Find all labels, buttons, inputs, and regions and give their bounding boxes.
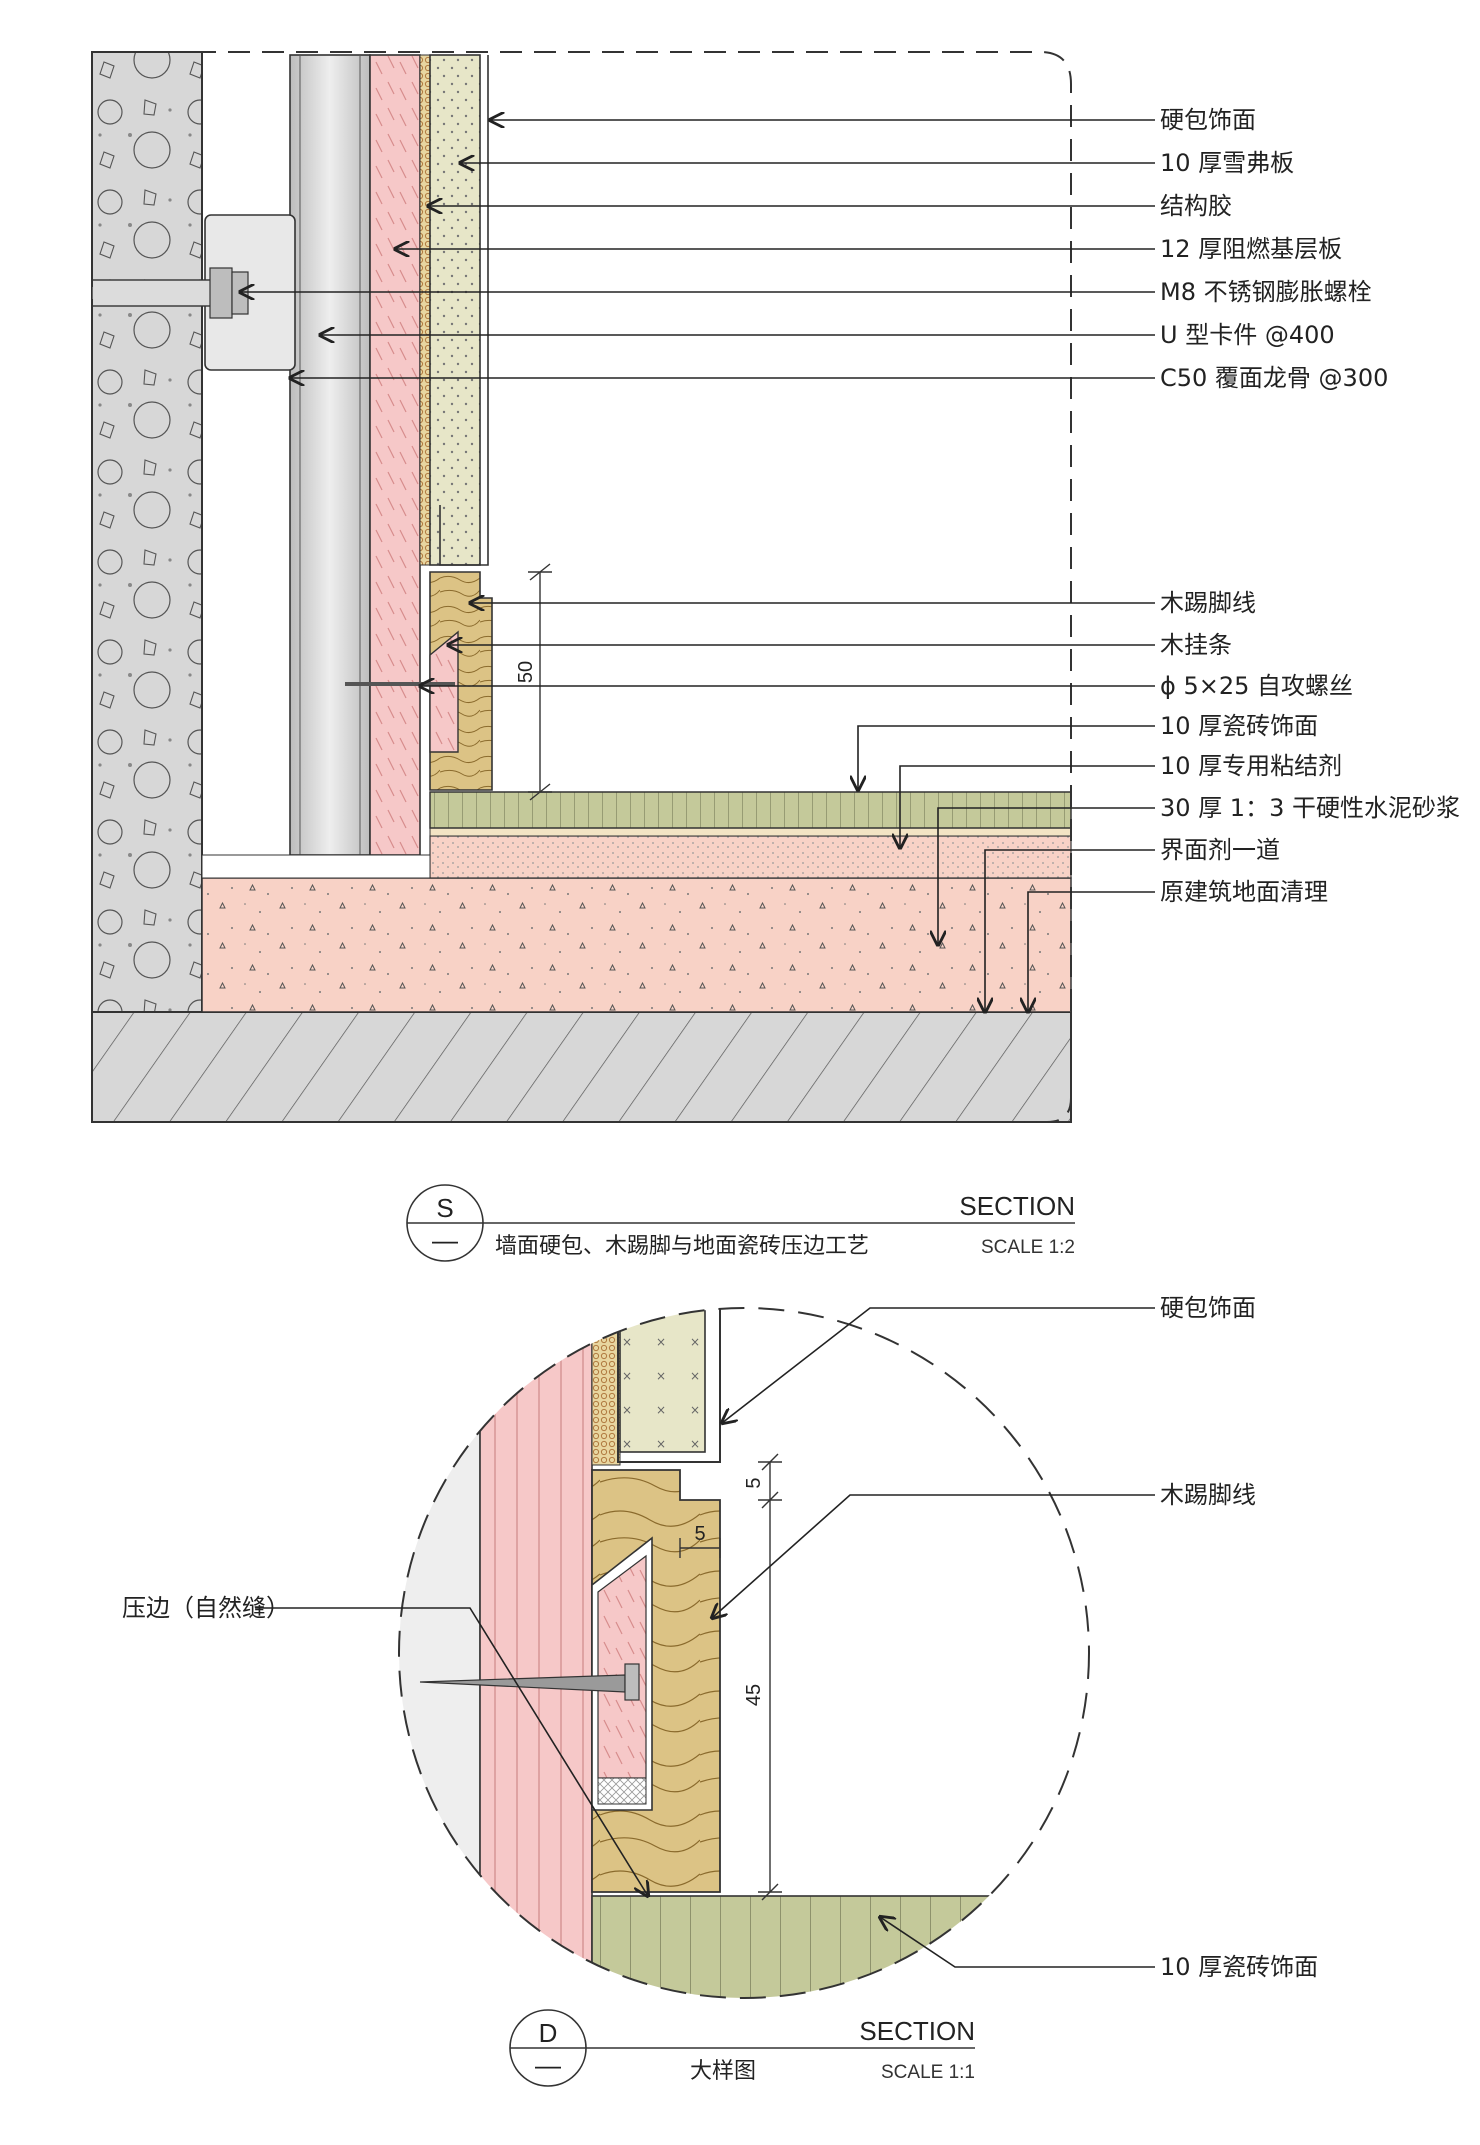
label-foam-board: 10 厚雪弗板 bbox=[1160, 149, 1294, 177]
detail-d-sub: — bbox=[535, 2050, 561, 2080]
floor-slab bbox=[91, 1011, 1072, 1123]
label-tile-adhesive: 10 厚专用粘结剂 bbox=[1160, 752, 1342, 780]
label-existing-floor: 原建筑地面清理 bbox=[1160, 878, 1328, 906]
detail-d-dim-width: 5 bbox=[694, 1523, 705, 1545]
detail-d-title-block: D — SECTION 大样图 SCALE 1:1 bbox=[509, 2009, 975, 2087]
concrete-wall bbox=[91, 51, 203, 1013]
label-u-clip: U 型卡件 @400 bbox=[1160, 321, 1335, 349]
detail-label-finish: 硬包饰面 bbox=[1160, 1294, 1256, 1322]
label-structural-glue: 结构胶 bbox=[1160, 192, 1232, 220]
foam-board bbox=[429, 54, 481, 566]
detail-label-tile: 10 厚瓷砖饰面 bbox=[1160, 1953, 1318, 1981]
label-floor-tile: 10 厚瓷砖饰面 bbox=[1160, 712, 1318, 740]
section-s-scale: SCALE 1:2 bbox=[981, 1237, 1075, 1258]
base-board bbox=[369, 54, 421, 856]
detail-d-symbol: D bbox=[539, 2018, 558, 2048]
section-s-leaders bbox=[240, 120, 1155, 1012]
floor-tile bbox=[429, 791, 1072, 829]
section-s-labels: 硬包饰面 10 厚雪弗板 结构胶 12 厚阻燃基层板 M8 不锈钢膨胀螺栓 U … bbox=[1160, 106, 1460, 906]
label-fabric-finish: 硬包饰面 bbox=[1160, 106, 1256, 134]
section-s-sub: — bbox=[432, 1225, 458, 1255]
detail-d-leaders bbox=[255, 1307, 1155, 1968]
detail-foam bbox=[619, 1308, 706, 1453]
detail-d-dim-height: 45 bbox=[743, 1684, 765, 1706]
detail-d-dim-top: 5 bbox=[743, 1477, 765, 1488]
detail-keel bbox=[399, 1308, 481, 1998]
section-s-dim-height: 50 bbox=[515, 661, 537, 683]
detail-label-skirting: 木踢脚线 bbox=[1160, 1481, 1256, 1509]
section-s-caption: 墙面硬包、木踢脚与地面瓷砖压边工艺 bbox=[495, 1234, 869, 1259]
detail-d-labels: 硬包饰面 木踢脚线 压边（自然缝） 10 厚瓷砖饰面 bbox=[122, 1294, 1318, 1981]
detail-label-edge: 压边（自然缝） bbox=[122, 1594, 290, 1622]
structural-glue bbox=[419, 54, 431, 566]
label-keel: C50 覆面龙骨 @300 bbox=[1160, 364, 1388, 392]
section-s-drawing: 50 bbox=[91, 51, 1072, 1123]
section-s-title: SECTION bbox=[959, 1191, 1075, 1221]
label-dry-mortar: 30 厚 1：3 干硬性水泥砂浆 bbox=[1160, 794, 1460, 822]
section-s-symbol: S bbox=[436, 1193, 453, 1223]
tile-adhesive-layer bbox=[429, 827, 1072, 837]
detail-d-scale: SCALE 1:1 bbox=[881, 2062, 975, 2083]
keel-c50 bbox=[289, 54, 371, 856]
label-base-board: 12 厚阻燃基层板 bbox=[1160, 235, 1342, 263]
dry-mortar-layer bbox=[429, 835, 1072, 879]
label-screw: ϕ 5×25 自攻螺丝 bbox=[1160, 672, 1353, 700]
label-wood-hanger: 木挂条 bbox=[1160, 631, 1232, 659]
label-wood-skirting: 木踢脚线 bbox=[1160, 589, 1256, 617]
section-s-title-block: S — SECTION 墙面硬包、木踢脚与地面瓷砖压边工艺 SCALE 1:2 bbox=[406, 1184, 1075, 1262]
label-expansion-bolt: M8 不锈钢膨胀螺栓 bbox=[1160, 278, 1372, 306]
detail-d-caption: 大样图 bbox=[690, 2059, 756, 2084]
label-interface-agent: 界面剂一道 bbox=[1160, 836, 1280, 864]
detail-d-title: SECTION bbox=[859, 2016, 975, 2046]
detail-glue bbox=[591, 1308, 621, 1466]
floor-screed bbox=[201, 877, 1072, 1013]
